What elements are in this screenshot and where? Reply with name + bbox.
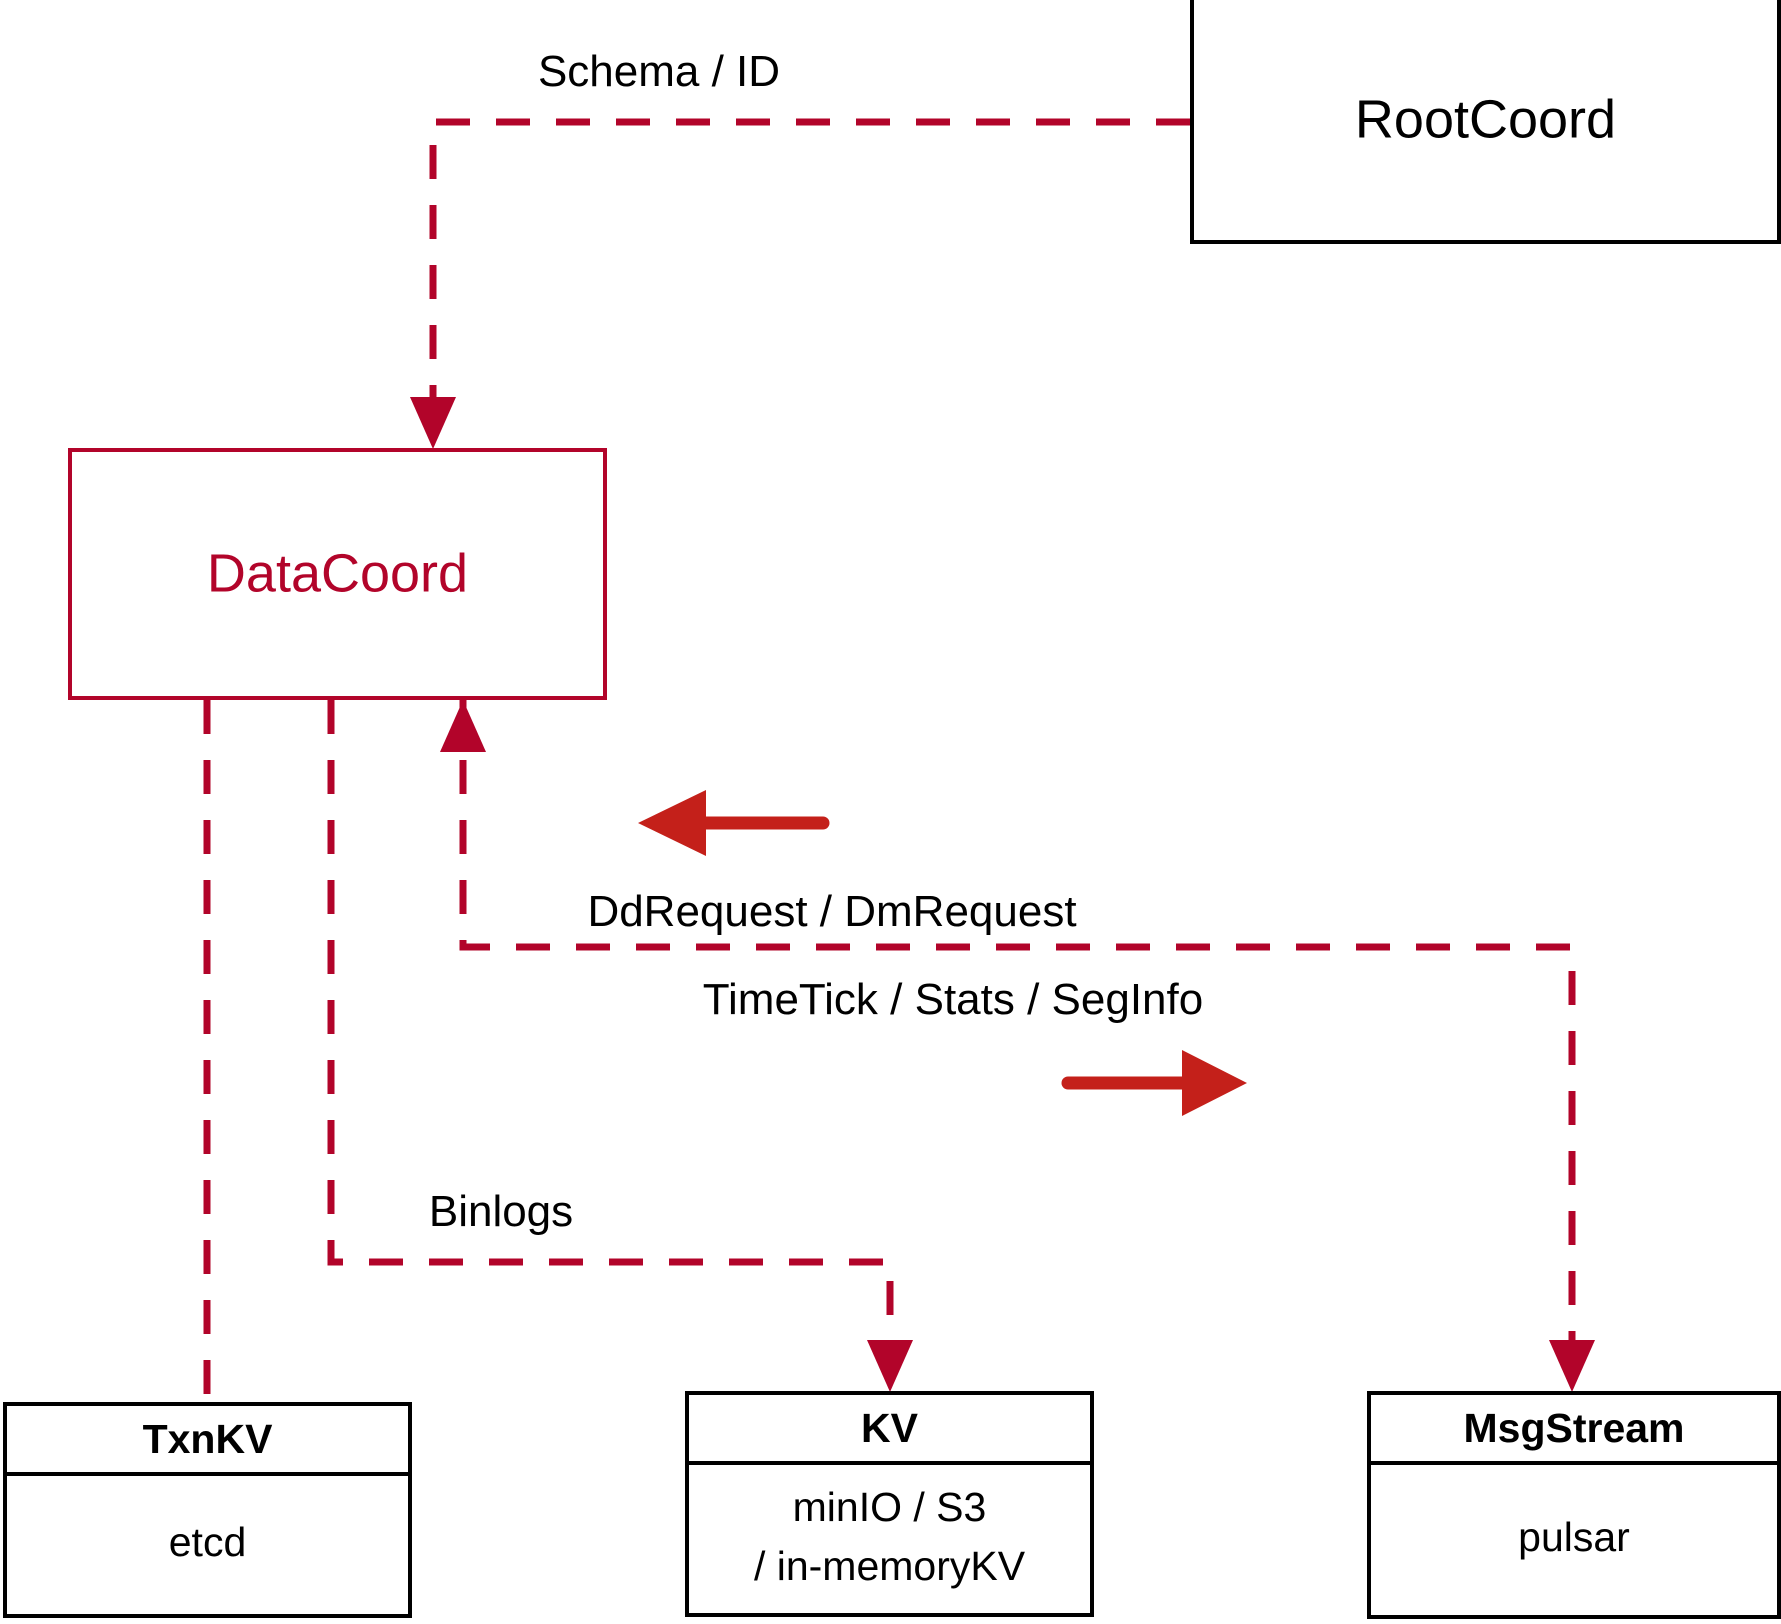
edge-label-binlogs: Binlogs [428, 1187, 574, 1236]
node-rootcoord[interactable]: RootCoord [1190, 0, 1781, 244]
consume-direction-arrow [638, 790, 830, 856]
node-kv[interactable]: KV minIO / S3 / in-memoryKV [685, 1391, 1094, 1617]
kv-body: minIO / S3 / in-memoryKV [689, 1461, 1090, 1613]
produce-direction-arrow [1061, 1050, 1247, 1116]
msgstream-body: pulsar [1371, 1461, 1777, 1615]
kv-header: KV [689, 1395, 1090, 1465]
edge-datacoord-to-kv [327, 700, 913, 1392]
node-txnkv[interactable]: TxnKV etcd [3, 1402, 412, 1618]
node-msgstream[interactable]: MsgStream pulsar [1367, 1391, 1781, 1619]
edge-label-timetick-stats-seginfo: TimeTick / Stats / SegInfo [702, 975, 1204, 1024]
txnkv-body: etcd [7, 1472, 408, 1614]
msgstream-body-line-1: pulsar [1518, 1514, 1630, 1561]
node-datacoord[interactable]: DataCoord [68, 448, 607, 700]
edge-label-dd-dm-request: DdRequest / DmRequest [587, 887, 1077, 936]
edge-rootcoord-to-datacoord [410, 118, 1190, 449]
txnkv-body-line-1: etcd [168, 1519, 247, 1566]
edge-msgstream-datacoord-bus [440, 700, 1595, 1392]
txnkv-header: TxnKV [7, 1406, 408, 1476]
kv-body-line-1: minIO / S3 [792, 1483, 987, 1530]
rootcoord-label: RootCoord [1354, 89, 1617, 150]
msgstream-header: MsgStream [1371, 1395, 1777, 1465]
kv-body-line-2: / in-memoryKV [753, 1543, 1026, 1589]
datacoord-label: DataCoord [206, 543, 469, 604]
edge-label-schema-id: Schema / ID [537, 47, 781, 96]
